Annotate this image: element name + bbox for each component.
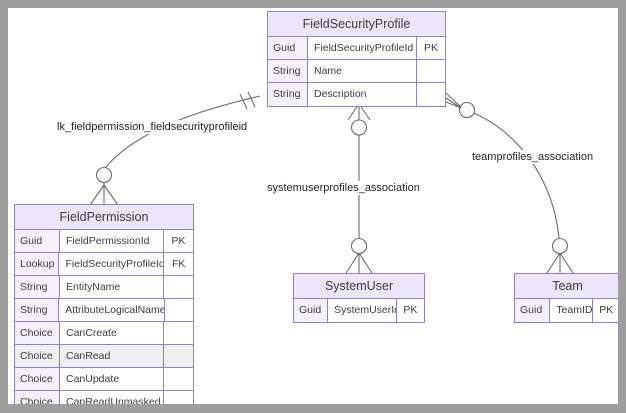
attribute-name: Description xyxy=(314,88,367,100)
entity-team[interactable]: Team Guid TeamID PK xyxy=(514,273,618,323)
table-row[interactable]: String EntityName xyxy=(15,276,193,299)
attribute-key: PK xyxy=(591,299,618,322)
entity-systemuser[interactable]: SystemUser Guid SystemUserId PK xyxy=(293,273,425,323)
attribute-type: String xyxy=(15,299,60,321)
table-row[interactable]: Lookup FieldSecurityProfileId FK xyxy=(15,253,193,276)
table-row[interactable]: String AttributeLogicalName xyxy=(15,299,193,322)
attribute-name: AttributeLogicalName xyxy=(65,304,164,316)
attribute-name: CanUpdate xyxy=(66,373,120,385)
table-row[interactable]: Guid FieldPermissionId PK xyxy=(15,230,193,253)
table-row[interactable]: Guid SystemUserId PK xyxy=(294,299,424,322)
attribute-type: Choice xyxy=(15,368,60,390)
table-row[interactable]: String Description xyxy=(268,83,445,106)
attribute-key xyxy=(163,391,193,404)
attribute-name: TeamID xyxy=(556,304,592,316)
attribute-type: Choice xyxy=(15,391,60,404)
attribute-key xyxy=(163,276,193,298)
table-row[interactable]: Guid TeamID PK xyxy=(515,299,618,322)
table-row[interactable]: String Name xyxy=(268,60,445,83)
table-row[interactable]: Choice CanUpdate xyxy=(15,368,193,391)
attribute-name: EntityName xyxy=(66,281,121,293)
attribute-type: Guid xyxy=(515,299,551,322)
entity-title: FieldSecurityProfile xyxy=(268,12,445,37)
attribute-name: CanCreate xyxy=(66,327,117,339)
attribute-type: Guid xyxy=(294,299,329,322)
entity-fieldsecurityprofile[interactable]: FieldSecurityProfile Guid FieldSecurityP… xyxy=(267,11,446,107)
attribute-type: Choice xyxy=(15,345,60,367)
attribute-name: FieldPermissionId xyxy=(66,235,150,247)
attribute-key: PK xyxy=(416,37,445,59)
attribute-key xyxy=(163,368,193,390)
entity-fieldpermission[interactable]: FieldPermission Guid FieldPermissionId P… xyxy=(14,204,194,404)
attribute-type: Guid xyxy=(15,230,60,252)
table-row[interactable]: Choice CanRead xyxy=(15,345,193,368)
attribute-key: PK xyxy=(163,230,193,252)
diagram-canvas[interactable]: FieldSecurityProfile Guid FieldSecurityP… xyxy=(8,8,618,404)
attribute-type: Lookup xyxy=(15,253,60,275)
attribute-type: String xyxy=(268,60,308,82)
connector-teamprofiles xyxy=(445,92,574,274)
attribute-name: Name xyxy=(314,65,343,77)
attribute-name: FieldSecurityProfileId xyxy=(314,42,414,54)
attribute-name: SystemUserId xyxy=(334,304,396,316)
table-row[interactable]: Choice CanReadUnmasked xyxy=(15,391,193,404)
attribute-type: Guid xyxy=(268,37,308,59)
attribute-type: Choice xyxy=(15,322,60,344)
attribute-type: String xyxy=(268,83,308,106)
attribute-key xyxy=(416,60,445,82)
attribute-key: FK xyxy=(163,253,193,275)
relationship-label-systemuserprofiles[interactable]: systemuserprofiles_association xyxy=(266,181,421,195)
table-row[interactable]: Guid FieldSecurityProfileId PK xyxy=(268,37,445,60)
attribute-key: PK xyxy=(395,299,424,322)
attribute-key xyxy=(163,322,193,344)
entity-title: SystemUser xyxy=(294,274,424,299)
attribute-name: FieldSecurityProfileId xyxy=(65,258,164,270)
attribute-key xyxy=(163,299,193,321)
relationship-label-lk-fieldpermission[interactable]: lk_fieldpermission_fieldsecurityprofilei… xyxy=(56,120,249,134)
attribute-type: String xyxy=(15,276,60,298)
attribute-key xyxy=(163,345,193,367)
attribute-name: CanReadUnmasked xyxy=(66,396,161,404)
attribute-key xyxy=(416,83,445,106)
connector-lk-fieldpermission xyxy=(89,91,261,206)
table-row[interactable]: Choice CanCreate xyxy=(15,322,193,345)
entity-title: FieldPermission xyxy=(15,205,193,230)
relationship-label-teamprofiles[interactable]: teamprofiles_association xyxy=(471,150,595,164)
entity-title: Team xyxy=(515,274,618,299)
attribute-name: CanRead xyxy=(60,345,163,367)
